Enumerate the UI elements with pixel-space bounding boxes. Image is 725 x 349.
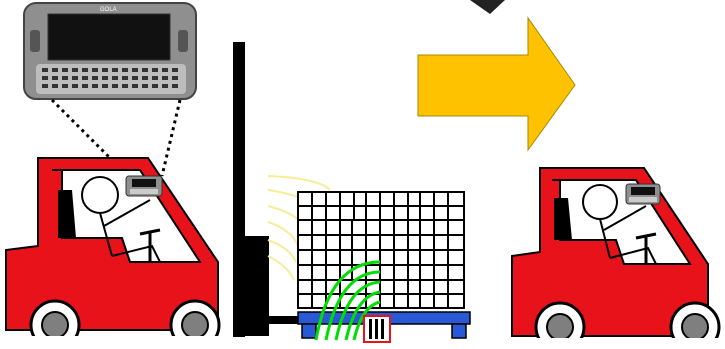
- vehicle-mount-terminal-icon: GOLA: [24, 3, 196, 99]
- arrow-head-top-icon: [470, 0, 505, 14]
- rfid-tag-icon: [364, 316, 390, 342]
- forklift-right-icon: [500, 168, 725, 349]
- terminal-brand-label: GOLA: [100, 7, 117, 13]
- right-arrow-icon: [418, 18, 575, 150]
